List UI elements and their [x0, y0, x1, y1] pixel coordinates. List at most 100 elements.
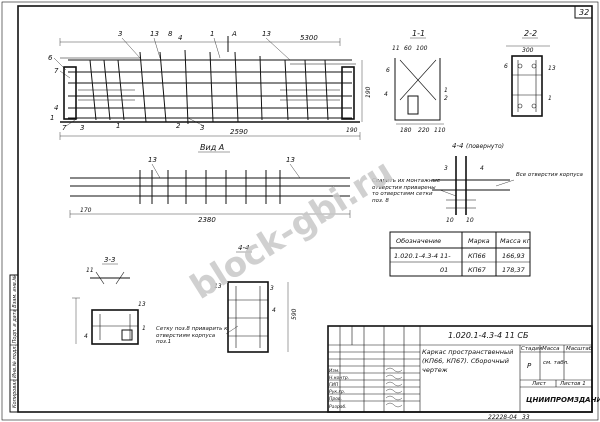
secb44-l-13: 13 — [214, 283, 222, 290]
sec44-l-10b: 10 — [466, 217, 474, 224]
tb-stage-header: Стадия — [521, 346, 543, 352]
sec22-dim-top: 300 — [522, 47, 534, 54]
main-dim-top: 5300 — [300, 34, 318, 42]
sec33-l-4: 4 — [84, 333, 88, 340]
sec33-l-1: 1 — [142, 325, 146, 332]
sec22-l-1: 1 — [548, 95, 552, 102]
sheet-number-box — [574, 5, 593, 19]
sec44-subtitle: (повернуто) — [466, 143, 504, 150]
bottom-page: 33 — [522, 414, 530, 421]
watermark: block-gbi.ru — [184, 152, 401, 308]
secb44-dim: 590 — [291, 308, 298, 320]
main-label-7b: 7 — [62, 124, 67, 132]
main-label-3a: 3 — [118, 30, 122, 38]
main-label-7a: 7 — [54, 67, 59, 75]
sec11-l-11: 11 — [392, 45, 400, 52]
main-label-13b: 13 — [262, 30, 271, 38]
sec33-title: 3-3 — [104, 256, 115, 264]
sec11-l-6: 6 — [386, 67, 390, 74]
tb-row-5: Разраб. — [329, 404, 347, 410]
view-a-title: Вид А — [200, 143, 224, 152]
tb-row-0: Изм. — [329, 368, 340, 374]
tb-mass: см. табл. — [543, 360, 569, 366]
spec-r2-c1: 01 — [440, 266, 448, 274]
tb-row-4: Пров. — [329, 396, 342, 402]
sec44-l-4: 4 — [480, 165, 484, 172]
spec-r2-c2: КП67 — [468, 266, 487, 274]
sec22-l-6: 6 — [504, 63, 508, 70]
tb-row-1: Н.контр. — [329, 375, 349, 381]
side-stamp: Копировал Инв.№ подл. Подп. и дата Взам.… — [9, 274, 19, 413]
section-bottom-4-4: 4-4 590 13 3 4 Сетку поз.8 приварить к о… — [156, 244, 298, 353]
inner-frame — [17, 5, 593, 413]
spec-table: Обозначение Марка Масса кг 1.020.1-4.3-4… — [389, 231, 531, 277]
secb44-note: Сетку поз.8 приварить к отверстиям корпу… — [156, 326, 228, 345]
main-mark-2: 2 — [176, 122, 181, 130]
main-mark-a1: А — [231, 30, 237, 38]
section-2-2: 2-2 300 13 6 1 — [504, 29, 556, 117]
sheet-number: 32 — [579, 8, 589, 17]
sec11-d-1: 60 — [404, 45, 412, 52]
sec11-l-2: 2 — [444, 95, 448, 102]
spec-h-designation: Обозначение — [396, 237, 441, 245]
sec44-note-right: Все отверстия корпуса — [516, 172, 583, 178]
sec44-title: 4-4 — [452, 142, 463, 150]
view-a-label-2: 13 — [286, 156, 295, 164]
tb-row-2: ГИП — [329, 382, 339, 388]
sec11-d-4: 220 — [418, 127, 430, 134]
side-stamp-text: Копировал Инв.№ подл. Подп. и дата Взам.… — [12, 275, 18, 408]
spec-h-mark: Марка — [468, 237, 490, 245]
view-a-dim-total: 2380 — [198, 216, 216, 224]
spec-r1-c3: 166,93 — [502, 252, 525, 260]
sec11-l-1: 1 — [444, 87, 448, 94]
main-label-3c: 3 — [80, 124, 84, 132]
section-4-4: 4-4 (повернуто) 3 4 10 10 Сварить их мон… — [372, 142, 583, 224]
sec11-l-4: 4 — [384, 91, 388, 98]
tb-name: Каркас пространственный (КП66, КП67). Сб… — [422, 348, 514, 374]
secb44-l-4: 4 — [272, 307, 276, 314]
main-label-13a: 13 — [150, 30, 159, 38]
tb-org: ЦНИИПРОМЗДАНИЙ — [526, 395, 600, 404]
bottom-code: 22228-04 — [488, 414, 517, 421]
tb-row-3: Рук.гр. — [329, 389, 345, 395]
view-a: Вид А 2380 170 13 13 — [69, 143, 351, 224]
main-label-8: 8 — [168, 30, 173, 38]
main-label-3b: 3 — [200, 124, 204, 132]
sec33-l-11: 11 — [86, 267, 94, 274]
main-label-1a: 1 — [210, 30, 214, 38]
secb44-l-3: 3 — [270, 285, 274, 292]
main-view: 5300 — [48, 30, 372, 140]
section-3-3: 3-3 11 13 4 1 — [72, 256, 146, 345]
view-a-label-1: 13 — [148, 156, 157, 164]
sec11-d-3: 180 — [400, 127, 412, 134]
sec11-d-2: 100 — [416, 45, 428, 52]
sec22-title: 2-2 — [524, 29, 537, 38]
main-label-6: 6 — [48, 54, 53, 62]
main-label-4a: 4 — [178, 34, 182, 42]
spec-r1-c1: 1.020.1-4.3-4 11- — [394, 252, 451, 260]
tb-scale-header: Масштаб — [566, 346, 593, 352]
tb-signatures — [385, 367, 403, 408]
main-label-1b: 1 — [50, 114, 54, 122]
sec11-title: 1-1 — [412, 29, 425, 38]
main-dim-right-v: 190 — [365, 86, 372, 98]
view-a-dim-left: 170 — [80, 207, 92, 214]
sec11-d-5: 110 — [434, 127, 446, 134]
spec-r2-c3: 178,37 — [502, 266, 526, 274]
tb-sheet-label: Лист — [531, 381, 547, 387]
main-label-4b: 4 — [54, 104, 58, 112]
tb-code: 1.020.1-4.3-4 11 СБ — [448, 331, 529, 340]
tb-sheets-label: Листов 1 — [559, 381, 586, 387]
sec44-l-10a: 10 — [446, 217, 454, 224]
sec44-l-3: 3 — [444, 165, 448, 172]
spec-r1-c2: КП66 — [468, 252, 486, 260]
sec33-l-13: 13 — [138, 301, 146, 308]
sec44-note-left: Сварить их монтажные отверстия приварены… — [372, 178, 441, 204]
main-dim-total: 2590 — [230, 128, 248, 136]
title-block: 1.020.1-4.3-4 11 СБ Каркас пространствен… — [327, 325, 600, 413]
tb-stage: Р — [527, 362, 532, 370]
tb-mass-header: Масса — [542, 346, 560, 352]
main-dim-right-h: 190 — [346, 127, 358, 134]
